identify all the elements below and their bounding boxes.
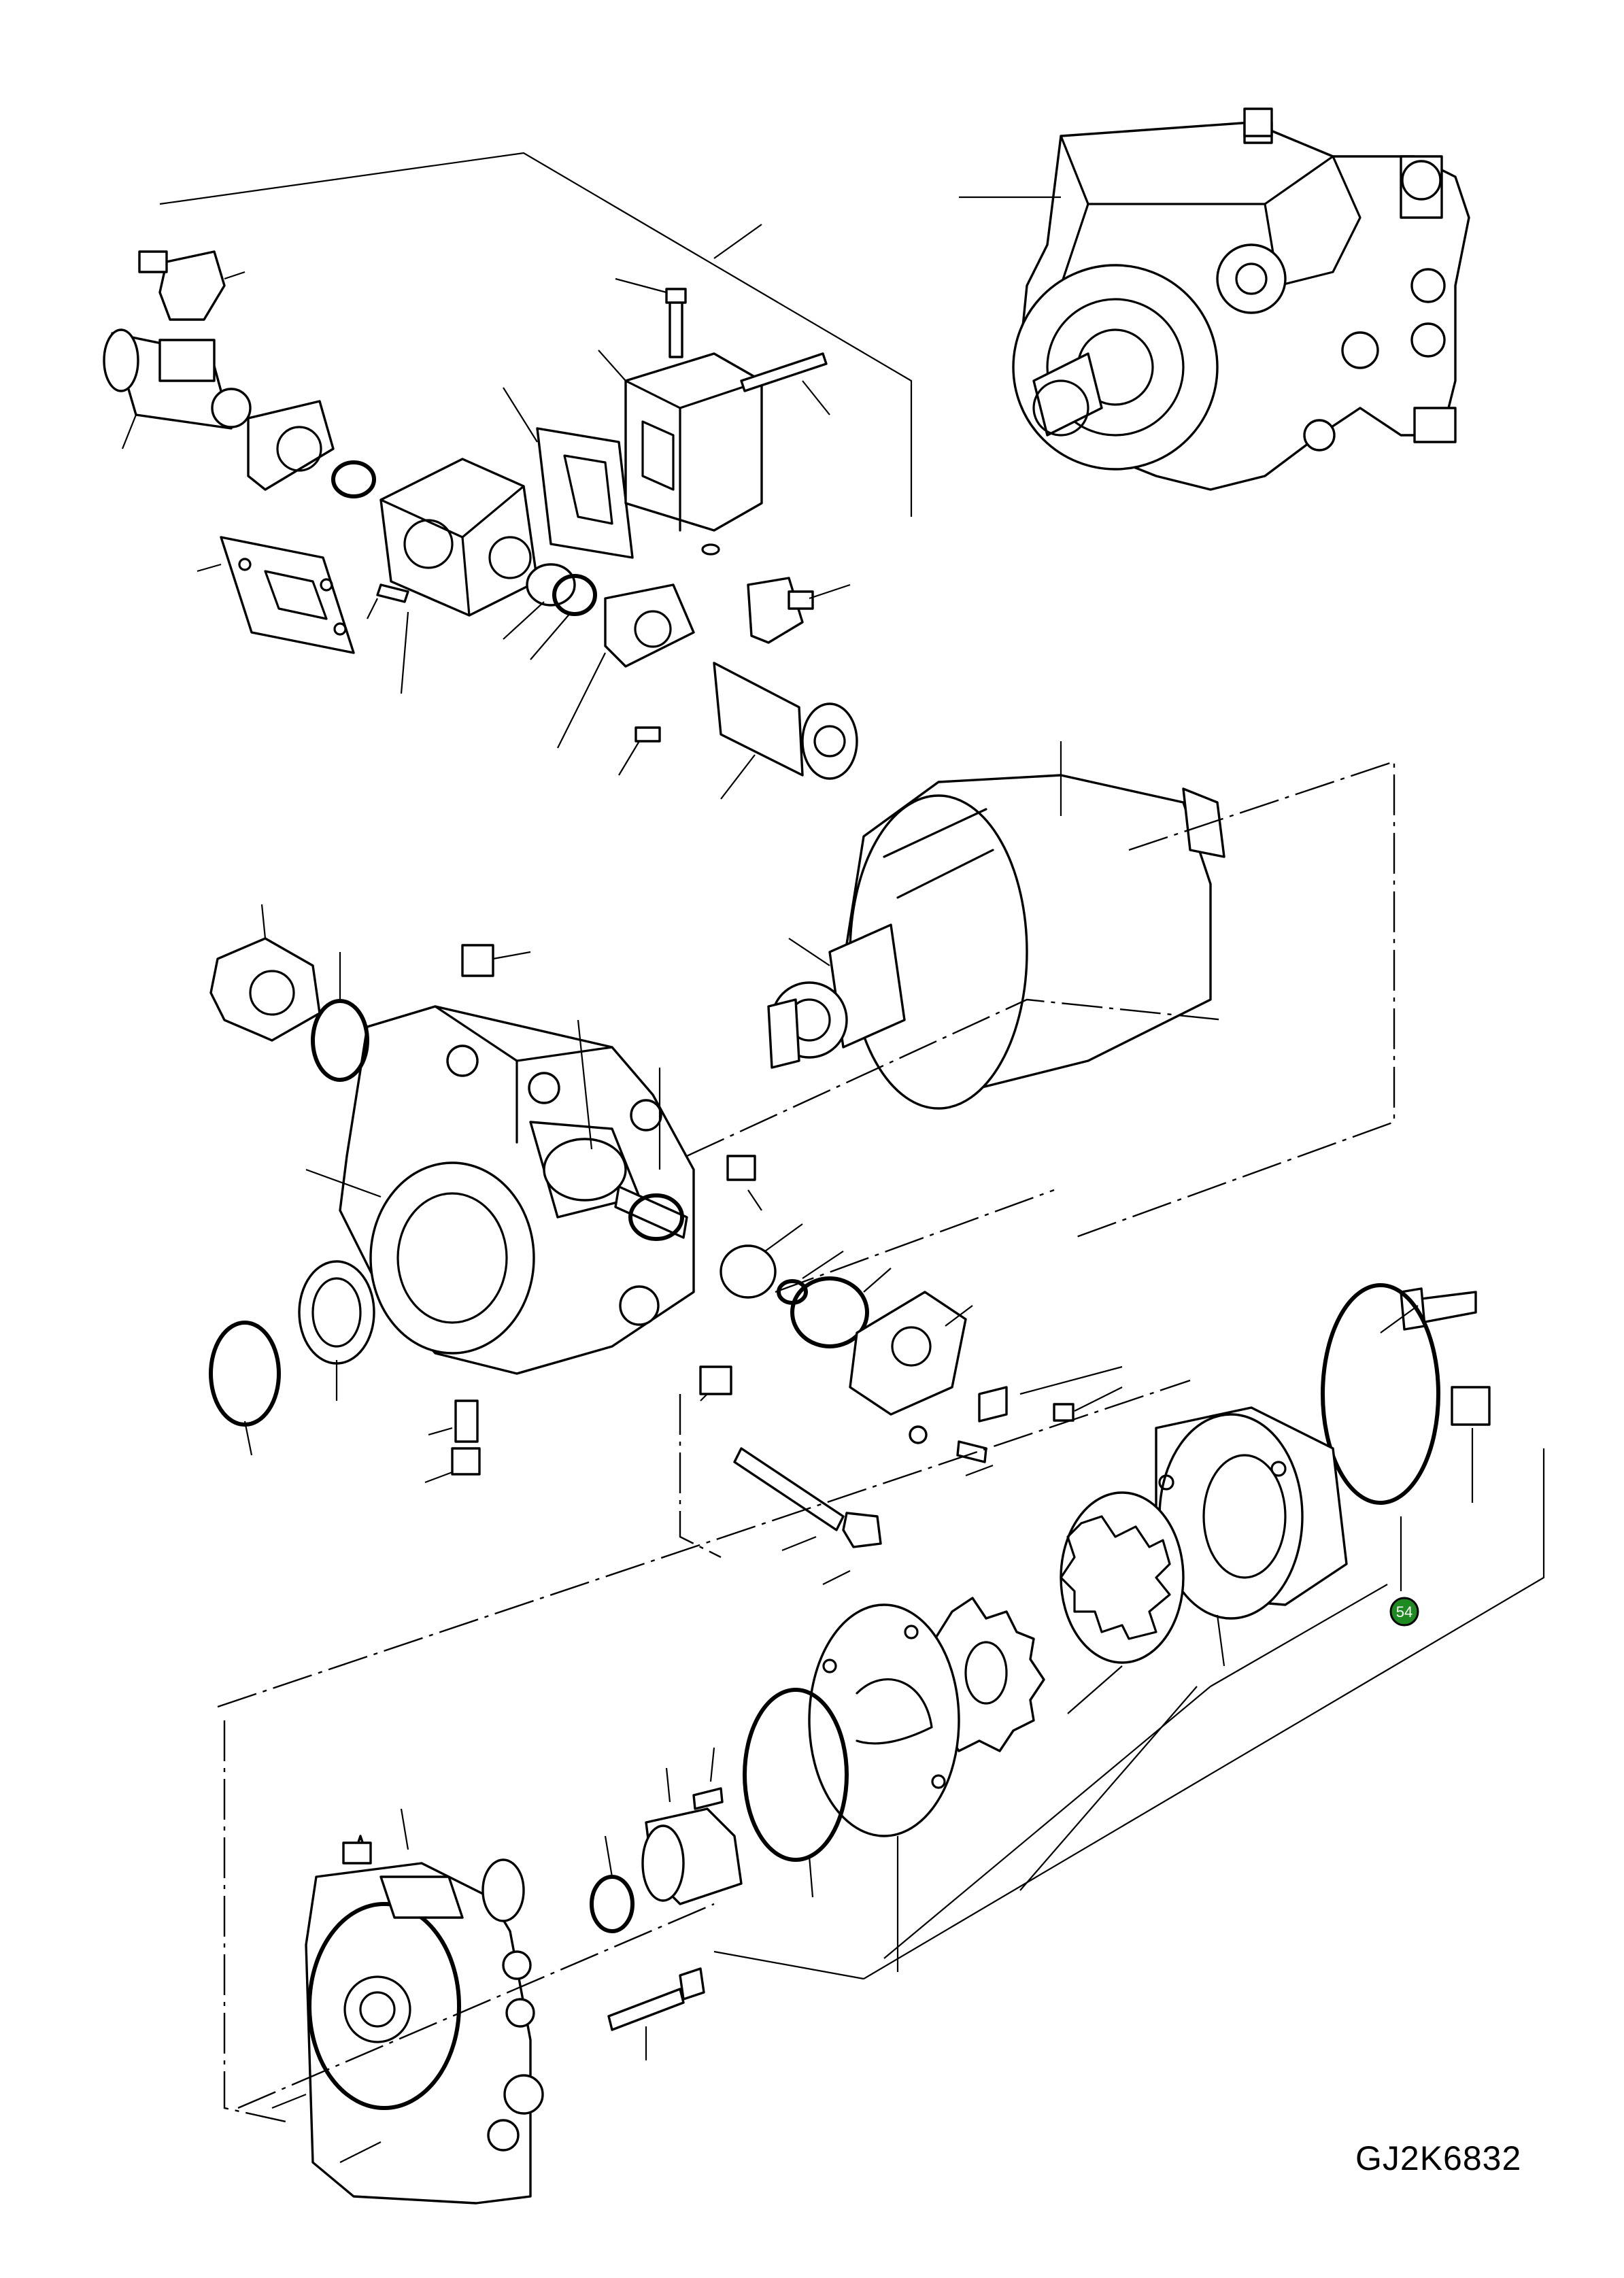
callout-label: 54 xyxy=(1396,1603,1412,1620)
drive-unit xyxy=(767,741,1225,1110)
control-valve-group xyxy=(103,152,913,800)
callout-badge-54[interactable]: 54 xyxy=(1389,1597,1419,1627)
drawing-code: GJ2K6832 xyxy=(1355,2139,1522,2177)
assembled-pump xyxy=(959,107,1470,491)
assembly-guide-lines xyxy=(217,760,1545,2123)
pump-end-body xyxy=(271,1808,544,2205)
main-housing xyxy=(209,904,1123,1585)
gear-pump-group xyxy=(590,1283,1491,2060)
